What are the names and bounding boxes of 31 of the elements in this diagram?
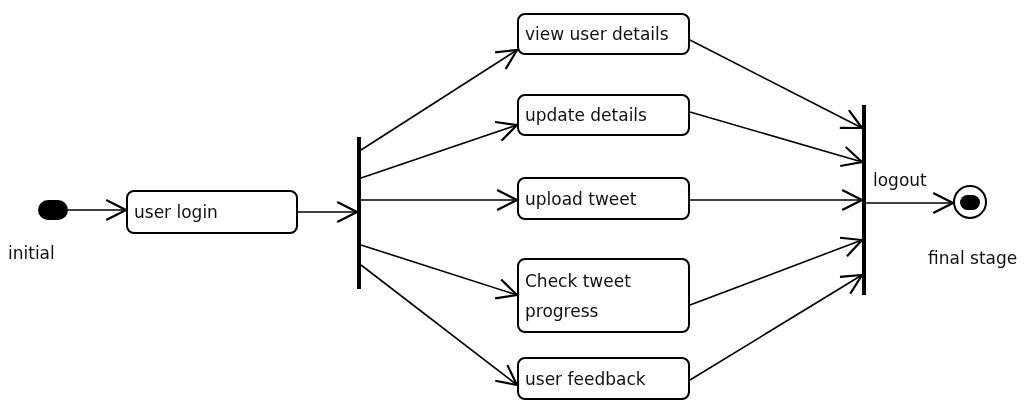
activity-box bbox=[517, 13, 690, 55]
arrow bbox=[360, 120, 519, 179]
arrow bbox=[297, 201, 359, 223]
activity-box bbox=[126, 190, 298, 234]
arrow bbox=[360, 189, 519, 211]
arrow bbox=[360, 264, 519, 387]
arrow bbox=[689, 236, 864, 306]
arrow bbox=[689, 111, 864, 168]
node-caption: final stage bbox=[928, 247, 1018, 270]
node-caption: initial bbox=[8, 242, 55, 265]
activity-box bbox=[517, 94, 690, 136]
arrow bbox=[689, 39, 864, 130]
arrow bbox=[865, 192, 955, 214]
activity-box bbox=[517, 357, 690, 400]
arrow bbox=[360, 244, 519, 300]
activity-label: user login bbox=[134, 201, 219, 224]
arrow bbox=[360, 48, 519, 151]
sync-bar bbox=[862, 105, 866, 295]
activity-label: view user details bbox=[525, 23, 670, 46]
arrow bbox=[689, 189, 864, 211]
activity-box bbox=[517, 258, 690, 333]
arrow bbox=[689, 273, 864, 381]
final-node bbox=[953, 185, 987, 219]
activity-label: user feedback bbox=[525, 367, 647, 391]
activity-label: upload tweet bbox=[525, 187, 638, 211]
initial-node bbox=[38, 200, 68, 220]
sync-bar bbox=[357, 137, 361, 289]
arrow bbox=[67, 199, 128, 221]
activity-box bbox=[517, 177, 690, 220]
activity-label: Check tweet progress bbox=[525, 269, 632, 323]
activity-label: update details bbox=[525, 104, 648, 127]
